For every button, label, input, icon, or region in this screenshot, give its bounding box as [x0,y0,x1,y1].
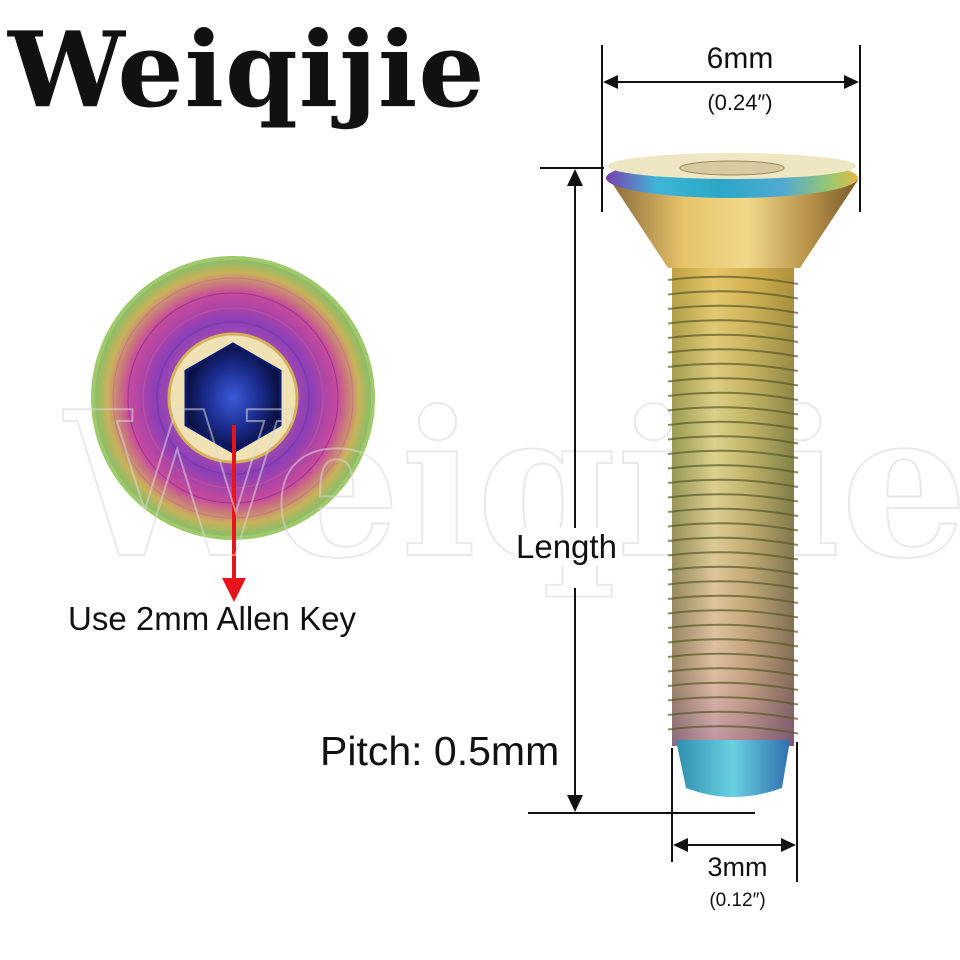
brand-logo: Weiqijie [8,8,486,131]
dimension-lines [528,45,861,882]
screw-side-view [606,153,858,797]
head-diameter-mm-label: 6mm [706,42,774,75]
thread-diameter-mm-label: 3mm [707,852,768,882]
head-diameter-in-label: (0.24″) [707,90,773,115]
thread-diameter-in-label: (0.12″) [709,890,766,911]
pitch-label: Pitch: 0.5mm [320,728,560,774]
thread-lines [667,275,799,735]
length-label: Length [514,528,619,566]
allen-key-arrow [222,425,246,602]
watermark: Weiqijie [63,368,960,603]
allen-key-label: Use 2mm Allen Key [68,600,356,637]
